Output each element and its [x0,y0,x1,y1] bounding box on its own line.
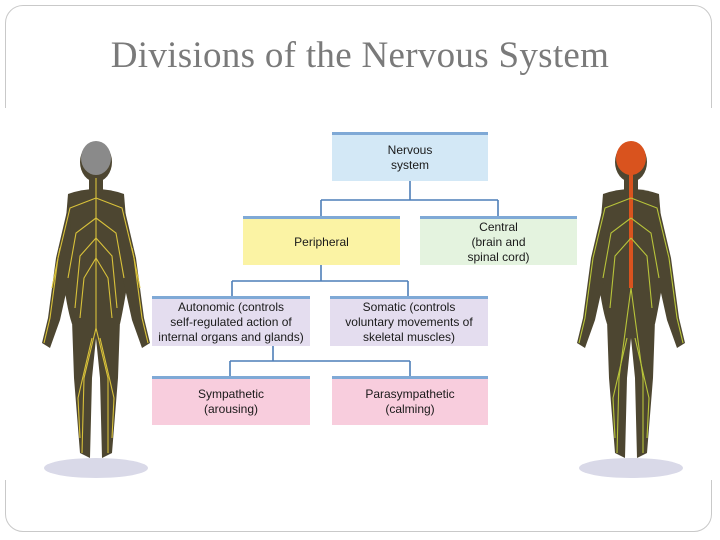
autonomic-label: Autonomic (controls self-regulated actio… [158,300,304,344]
connector-lines [229,181,499,376]
parasympathetic-label: Parasympathetic (calming) [365,387,455,416]
central-label: Central (brain and spinal cord) [467,219,530,264]
central-box: Central (brain and spinal cord) [420,216,577,265]
somatic-box: Somatic (controls voluntary movements of… [330,296,488,346]
right-body-figure [577,141,685,478]
nervous-system-diagram: Nervous system Peripheral Central (brain… [0,108,720,480]
somatic-label: Somatic (controls voluntary movements of… [345,300,473,344]
nervous-system-box: Nervous system [332,132,488,181]
sympathetic-label: Sympathetic (arousing) [197,387,265,416]
autonomic-box: Autonomic (controls self-regulated actio… [152,296,310,346]
parasympathetic-box: Parasympathetic (calming) [332,376,488,425]
sympathetic-box: Sympathetic (arousing) [152,376,310,425]
nervous-system-label: Nervous system [387,143,433,172]
peripheral-label: Peripheral [294,234,349,249]
left-body-figure [42,141,150,478]
peripheral-box: Peripheral [243,216,400,265]
slide-title: Divisions of the Nervous System [110,35,610,76]
